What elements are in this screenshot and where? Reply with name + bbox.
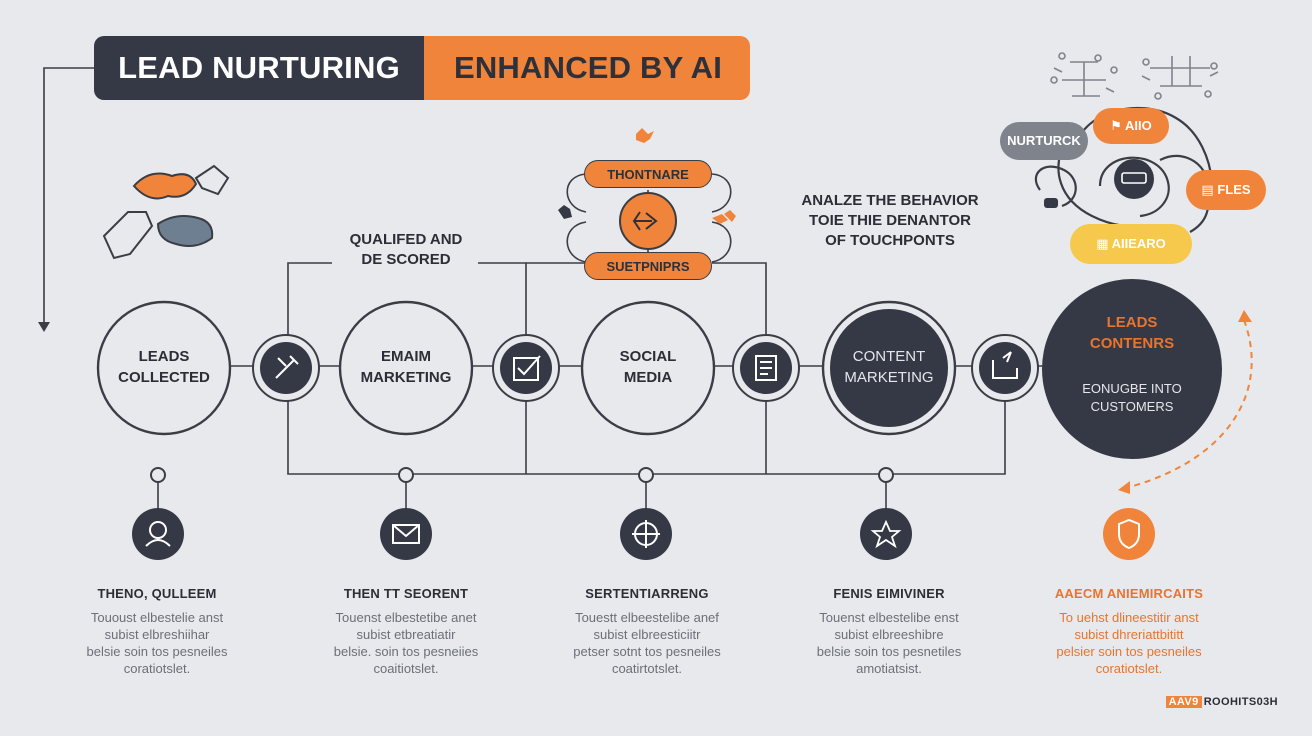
stage-social-media (580, 300, 716, 436)
stage-leads-converted (1042, 279, 1222, 459)
pill-nurture: NURTURCK (1000, 122, 1088, 160)
hands-puzzle-icon (102, 164, 230, 260)
checkbox-icon (513, 355, 541, 381)
stage-3-label: SOCIAL MEDIA (619, 348, 677, 386)
document-icon (755, 355, 777, 381)
pill-lower: SUETPNIPRS (584, 252, 712, 280)
stage-content-marketing (830, 309, 948, 427)
stage-4-label: CONTENT MARKETING (844, 348, 934, 386)
caption-4-title: FENIS EIMIVINER (833, 586, 945, 601)
shield-icon (1118, 518, 1140, 550)
pencil-icon (275, 355, 299, 379)
person-small-icon-right (712, 210, 736, 224)
stage-5-label-bottom: EONUGBE INTO CUSTOMERS (1082, 381, 1182, 414)
footer-text: ROOHITS03H (1203, 696, 1278, 708)
footer-tag: AAV9 (1165, 696, 1202, 708)
envelope-icon (392, 524, 420, 544)
caption-5-title: AAECM ANIEMIRCAITS (1054, 586, 1204, 601)
stage-email-marketing (338, 300, 474, 436)
caption-5-body: To uehst dlineestitir anst subist dhreri… (1056, 610, 1202, 676)
qualified-label: QUALIFED AND DE SCORED (349, 231, 463, 268)
pill-files: ▤ FLES (1186, 170, 1266, 210)
analyze-label: ANALZE THE BEHAVIOR TOIE THIE DENANTOR O… (801, 192, 979, 249)
caption-1-title: THENO, QULLEEM (97, 586, 217, 601)
stage-5-label-top: LEADS CONTENRS (1089, 314, 1175, 352)
caption-2-body: Touenst elbestetibe anet subist etbreati… (333, 610, 479, 676)
caption-4-body: Touenst elbestelibe enst subist elbreesh… (816, 610, 962, 676)
title-part-1: LEAD NURTURING (94, 36, 424, 100)
transfer-arrow-icon (632, 211, 658, 231)
person-icon (149, 521, 167, 539)
pill-aio: ⚑ AIIO (1093, 108, 1169, 144)
file-icon: ▤ (1201, 182, 1214, 197)
stage-leads-collected (96, 300, 232, 436)
pill-aiearo: ▦ AIIEARO (1070, 224, 1192, 264)
title-bracket-line (43, 67, 94, 322)
down-arrow-icon (38, 322, 50, 332)
person-small-icon (636, 128, 654, 143)
caption-3-body: Touestt elbeestelibe anef subist elbrees… (573, 610, 721, 676)
tag-icon: ⚑ (1110, 118, 1122, 133)
star-icon (870, 519, 902, 549)
caption-3-title: SERTENTIARRENG (585, 586, 709, 601)
building-icon: ▦ (1096, 236, 1109, 251)
person-small-icon-left (558, 205, 572, 219)
caption-1-body: Tououst elbestelie anst subist elbreshii… (86, 610, 228, 676)
pill-upper: THONTNARE (584, 160, 712, 188)
title-part-2: ENHANCED BY AI (416, 36, 750, 100)
chip-icon (1121, 172, 1147, 184)
return-arrow (1125, 319, 1253, 489)
stage-2-label: EMAIM MARKETING (360, 348, 452, 386)
ai-network-icon (1034, 106, 1214, 233)
caption-2-title: THEN TT SEORENT (343, 586, 469, 601)
stage-1-label: LEADS COLLECTED (118, 348, 210, 386)
cart-icon (992, 351, 1018, 379)
